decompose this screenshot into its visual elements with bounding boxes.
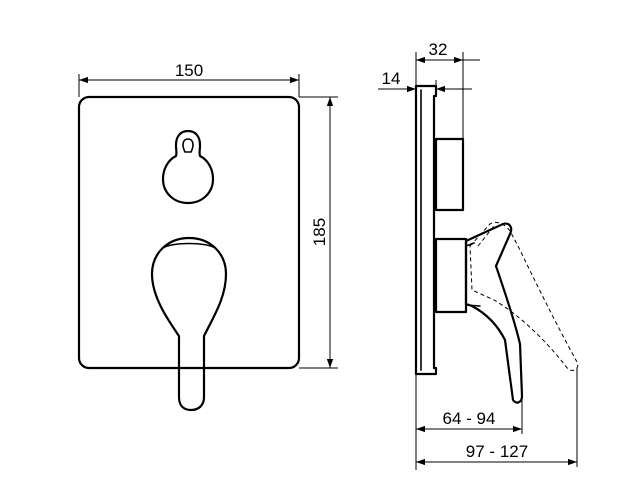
wall-plate-profile xyxy=(414,84,438,376)
dim-lower-label: 64 - 94 xyxy=(443,409,496,428)
height-label: 185 xyxy=(310,218,329,246)
lever-collar xyxy=(162,242,216,249)
keyhole-diverter-knob xyxy=(161,129,215,205)
dim14-label: 14 xyxy=(382,69,401,88)
side-view: 32 14 64 - 94 97 - 127 xyxy=(378,40,579,470)
lever-open-position xyxy=(469,221,579,371)
mixer-lever xyxy=(150,236,228,412)
lever-open-inner-edge xyxy=(477,225,495,247)
diverter-housing xyxy=(434,137,465,212)
keyhole-inner-notch xyxy=(182,138,194,153)
cover-plate-outline xyxy=(77,95,301,370)
width-label: 150 xyxy=(175,61,203,80)
dim-bottom-label: 97 - 127 xyxy=(466,442,528,461)
dim32-label: 32 xyxy=(429,40,448,59)
front-view: 150 185 xyxy=(77,61,338,412)
lever-base-housing xyxy=(434,237,468,314)
lever-closed-position xyxy=(464,222,524,404)
